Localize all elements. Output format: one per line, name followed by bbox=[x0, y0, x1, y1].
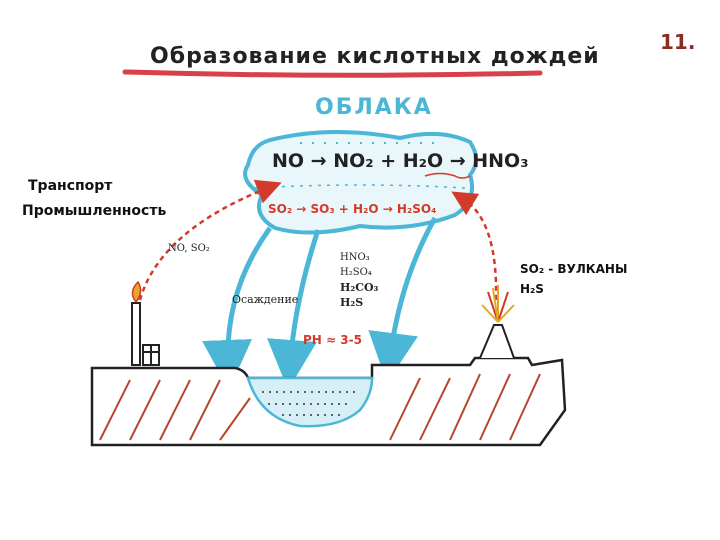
page-number: 11. bbox=[660, 30, 696, 54]
reaction-sulfur: SO₂ → SO₃ + H₂O → H₂SO₄ bbox=[268, 202, 437, 216]
clouds-label: ОБЛАКА bbox=[315, 95, 433, 120]
volcano bbox=[479, 324, 515, 359]
arrow-rain-3 bbox=[368, 216, 438, 383]
title-underline bbox=[122, 69, 543, 78]
acid-item: H₂S bbox=[340, 296, 364, 309]
lake bbox=[246, 376, 374, 428]
lake-dots bbox=[262, 391, 360, 416]
arrow-emission-volcano bbox=[451, 191, 498, 301]
acid-list: HNO₃ H₂SO₄ H₂CO₃ H₂S bbox=[340, 250, 378, 310]
hno3-underline bbox=[424, 172, 471, 179]
ground-hatching bbox=[99, 373, 541, 441]
volcano-eruption bbox=[481, 285, 515, 323]
volcano-gas-so2: SO₂ - ВУЛКАНЫ bbox=[520, 262, 628, 276]
factory bbox=[131, 302, 160, 366]
emission-label: NO, SO₂ bbox=[168, 243, 210, 254]
precipitation-label: Осаждение bbox=[232, 293, 299, 306]
volcano-gas-h2s: H₂S bbox=[520, 282, 544, 296]
arrow-rain-1 bbox=[202, 226, 273, 390]
arrow-rain-2 bbox=[266, 229, 321, 390]
cloud-shape bbox=[243, 130, 478, 235]
reaction-nitrogen: NO → NO₂ + H₂O → HNO₃ bbox=[272, 150, 529, 172]
ph-label: PH ≈ 3-5 bbox=[303, 333, 362, 347]
source-transport: Транспорт bbox=[28, 178, 113, 194]
acid-item: HNO₃ bbox=[340, 252, 370, 263]
page-title: Образование кислотных дождей bbox=[150, 44, 600, 69]
source-industry: Промышленность bbox=[22, 203, 167, 219]
acid-item: H₂SO₄ bbox=[340, 267, 372, 278]
acid-item: H₂CO₃ bbox=[340, 281, 379, 294]
factory-smoke bbox=[131, 280, 142, 303]
